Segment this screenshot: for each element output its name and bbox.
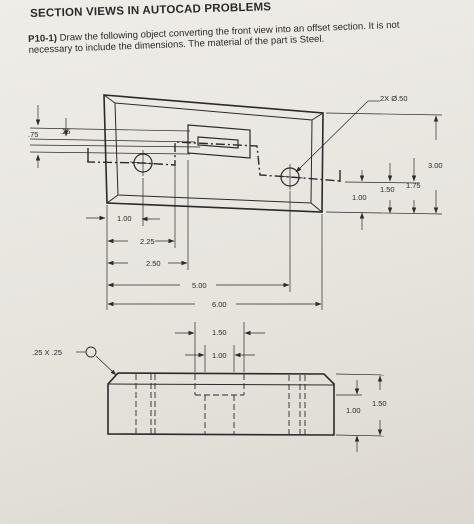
- top-view: [87, 94, 341, 213]
- dim-front-150: 1.50: [212, 328, 227, 337]
- top-view-slot: [197, 136, 239, 149]
- dim-h-500: 5.00: [192, 281, 207, 290]
- dim-right-150: 1.50: [380, 185, 395, 194]
- top-view-chamfer-edge: [114, 102, 313, 204]
- dim-holes-note: 2X Ø.50: [380, 94, 408, 103]
- dim-front-right-150: 1.50: [372, 399, 387, 408]
- dim-front-100: 1.00: [212, 351, 227, 360]
- cutting-plane-line: [87, 141, 341, 182]
- dim-left-075: .75: [28, 130, 38, 139]
- dim-right-175: 1.75: [406, 181, 421, 190]
- front-view-dimension-text: 1.50 1.00 .25 X .25 1.50 1.00: [32, 328, 387, 415]
- top-view-pocket: [187, 124, 251, 159]
- dim-h-100: 1.00: [117, 214, 132, 223]
- front-view-dimensions: [76, 322, 385, 452]
- dim-right-300: 3.00: [428, 161, 443, 170]
- dim-right-100: 1.00: [352, 193, 367, 202]
- dim-h-225: 2.25: [140, 237, 155, 246]
- dim-front-right-100: 1.00: [346, 406, 361, 415]
- dim-h-600: 6.00: [212, 300, 227, 309]
- dim-left-025: .25: [60, 127, 70, 136]
- dim-h-250: 2.50: [146, 259, 161, 268]
- dim-chamfer-note: .25 X .25: [32, 348, 62, 357]
- top-view-dimensions: [29, 100, 443, 310]
- top-view-dimension-text: .75 .25 2X Ø.50 3.00 1.75 1.50 1.00 1.00…: [28, 94, 443, 309]
- front-view: [107, 372, 335, 436]
